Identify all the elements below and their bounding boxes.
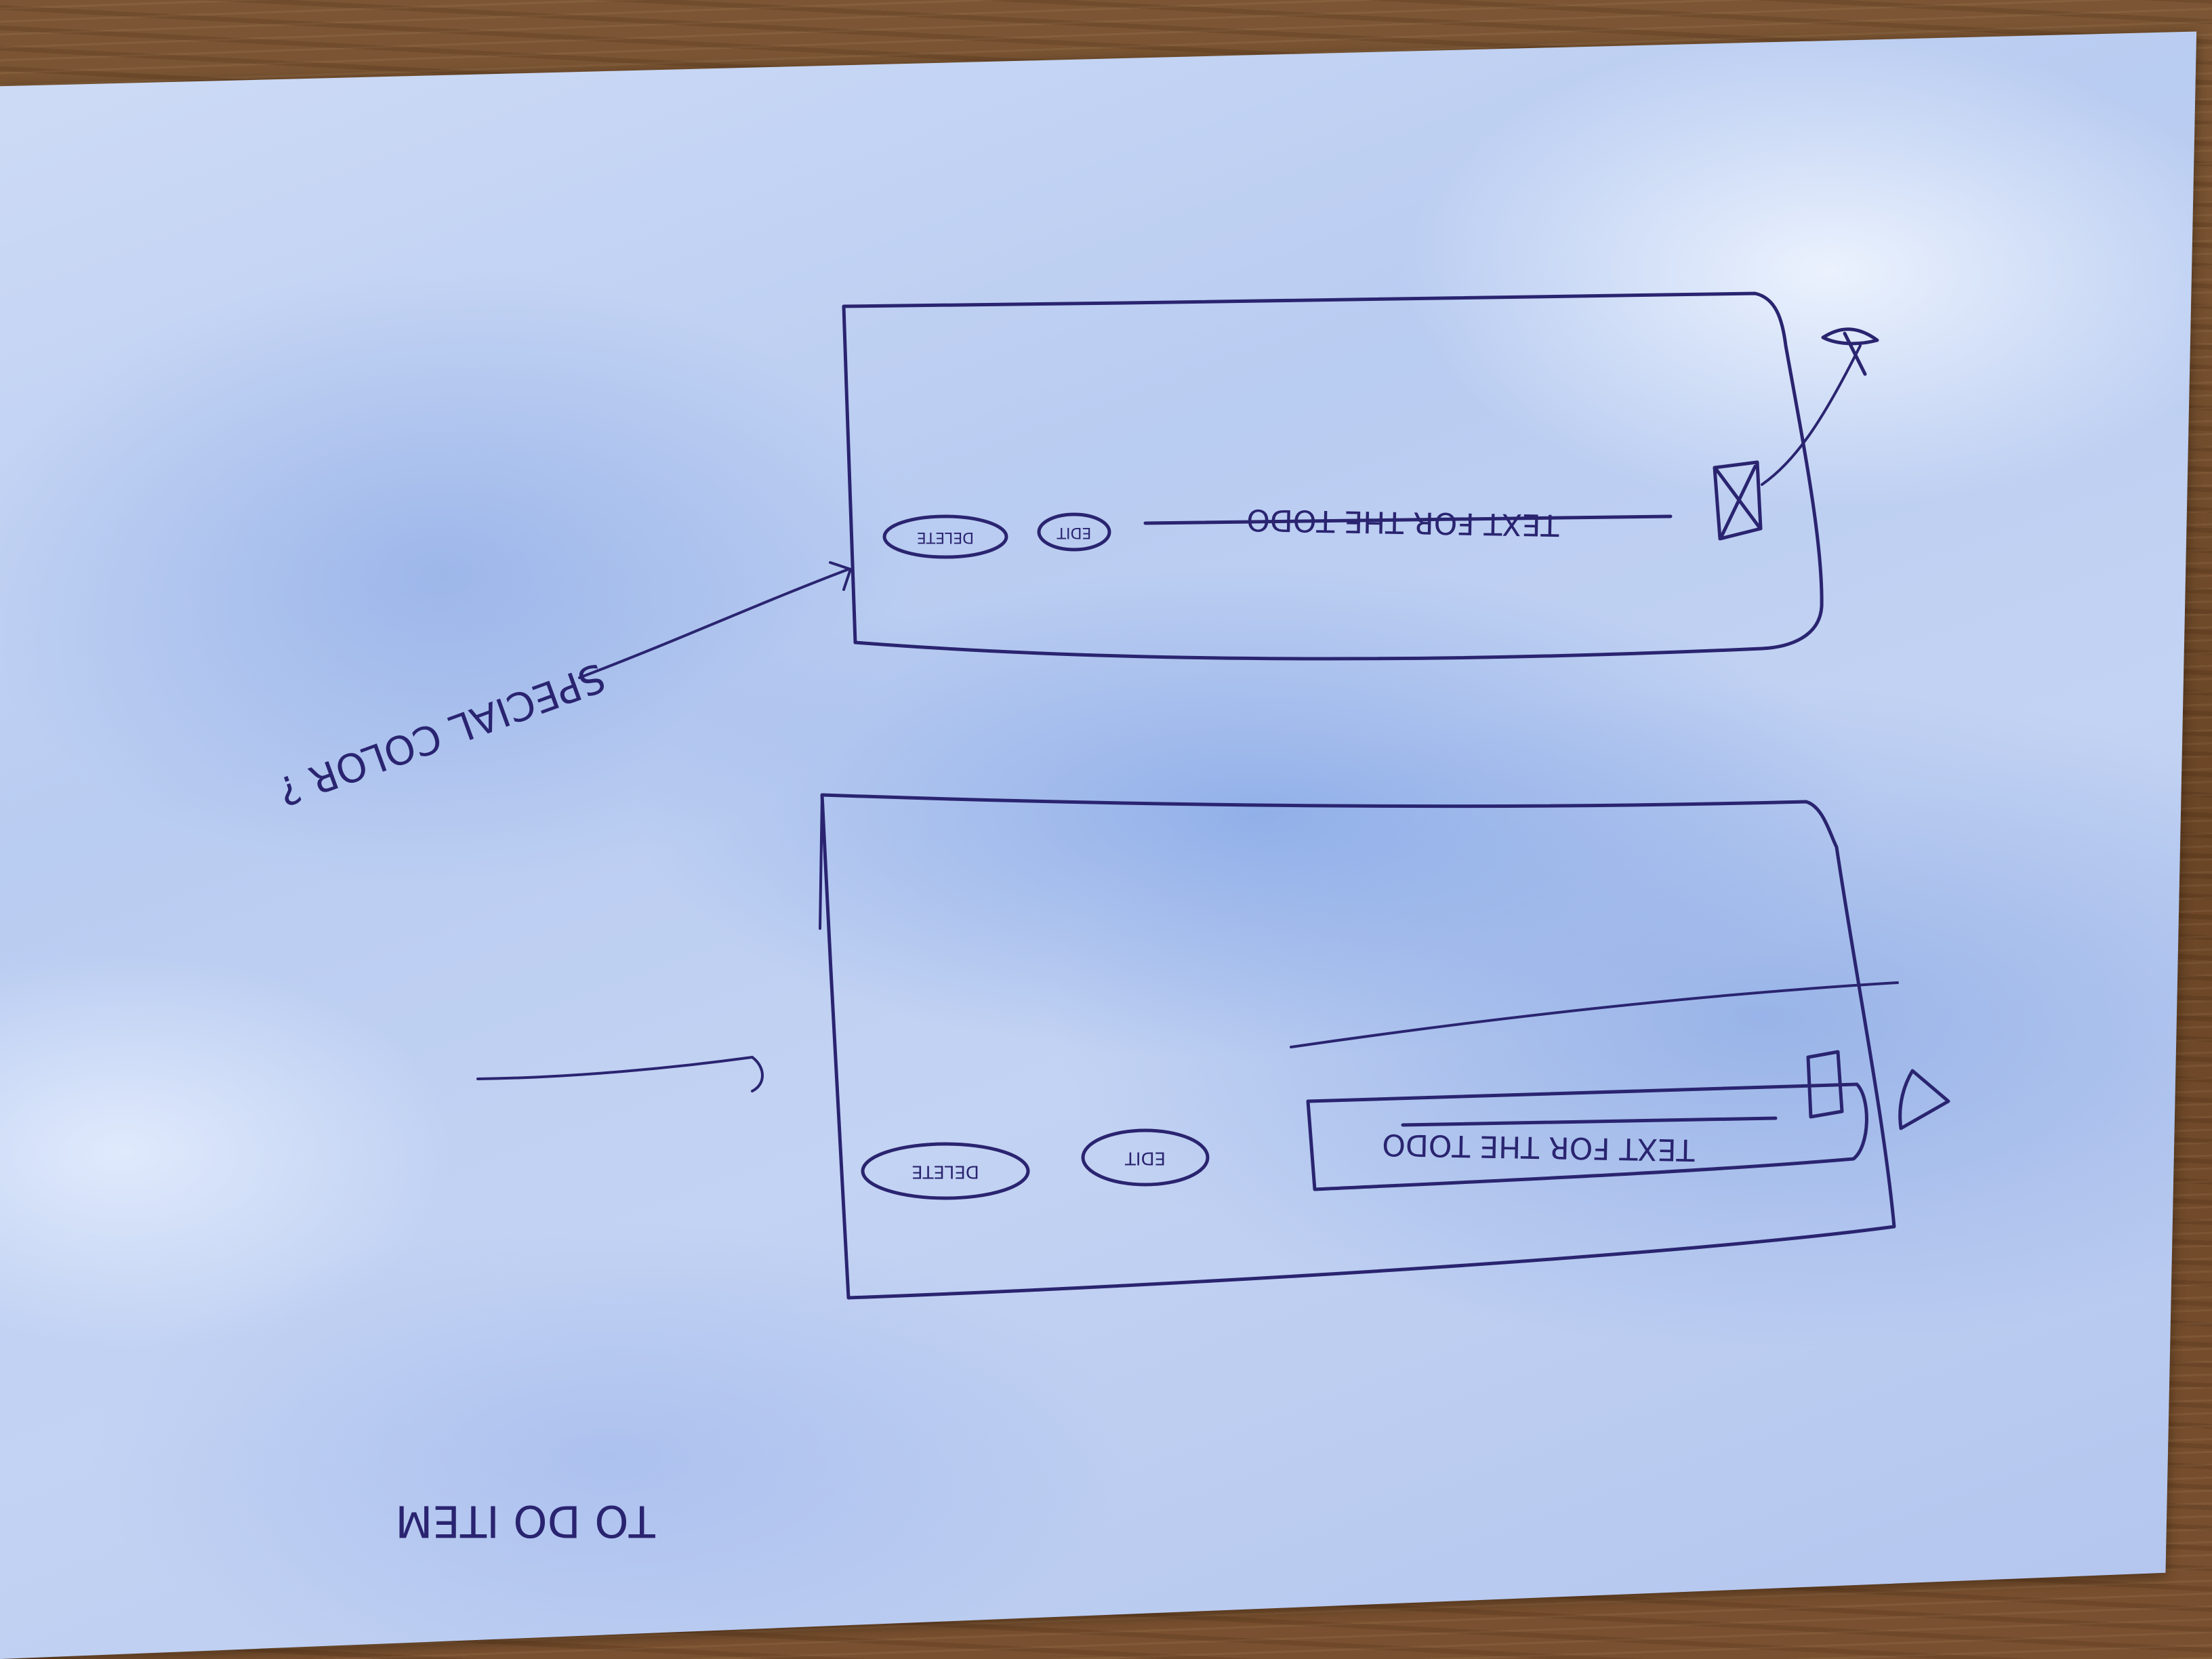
- strikethrough-line: [1143, 514, 1673, 525]
- annotation-arrow: [578, 568, 850, 679]
- checkbox-checked-icon: [1713, 460, 1763, 541]
- checkbox-unchecked-icon[interactable]: [1806, 1050, 1844, 1119]
- delete-button[interactable]: DELETE: [861, 1142, 1030, 1200]
- todo-card-editing: TEXT FOR THE TODO EDIT DELETE: [819, 793, 1950, 1300]
- pointer-arrow: [476, 1056, 764, 1092]
- todo-card-completed: EDIT DELETE TEXT FOR THE TODO: [842, 291, 1879, 661]
- card-outline: [842, 291, 1824, 661]
- annotation-text: SPECIAL COLOR ?: [272, 654, 611, 815]
- delete-button[interactable]: DELETE: [882, 514, 1008, 559]
- delete-button-label: DELETE: [917, 529, 974, 546]
- sheet-title: TO DO ITEM: [395, 1495, 655, 1545]
- edit-button-label: EDIT: [1125, 1148, 1166, 1168]
- edit-button[interactable]: EDIT: [1081, 1128, 1210, 1187]
- strikethrough-line: [1401, 1116, 1778, 1127]
- delete-button-label: DELETE: [912, 1162, 979, 1182]
- todo-text-input[interactable]: [1306, 1082, 1868, 1191]
- edit-button[interactable]: EDIT: [1037, 512, 1111, 552]
- eye-icon: [1821, 327, 1879, 376]
- special-color-annotation: SPECIAL COLOR ?: [272, 561, 852, 815]
- divider-line: [1290, 981, 1899, 1048]
- pointer-arrow: [1761, 344, 1862, 486]
- todo-text-editing: TEXT FOR THE TODO: [1382, 1127, 1696, 1167]
- warning-icon: [1898, 1069, 1950, 1130]
- card-outline: [820, 793, 1896, 1300]
- edit-button-label: EDIT: [1057, 524, 1091, 541]
